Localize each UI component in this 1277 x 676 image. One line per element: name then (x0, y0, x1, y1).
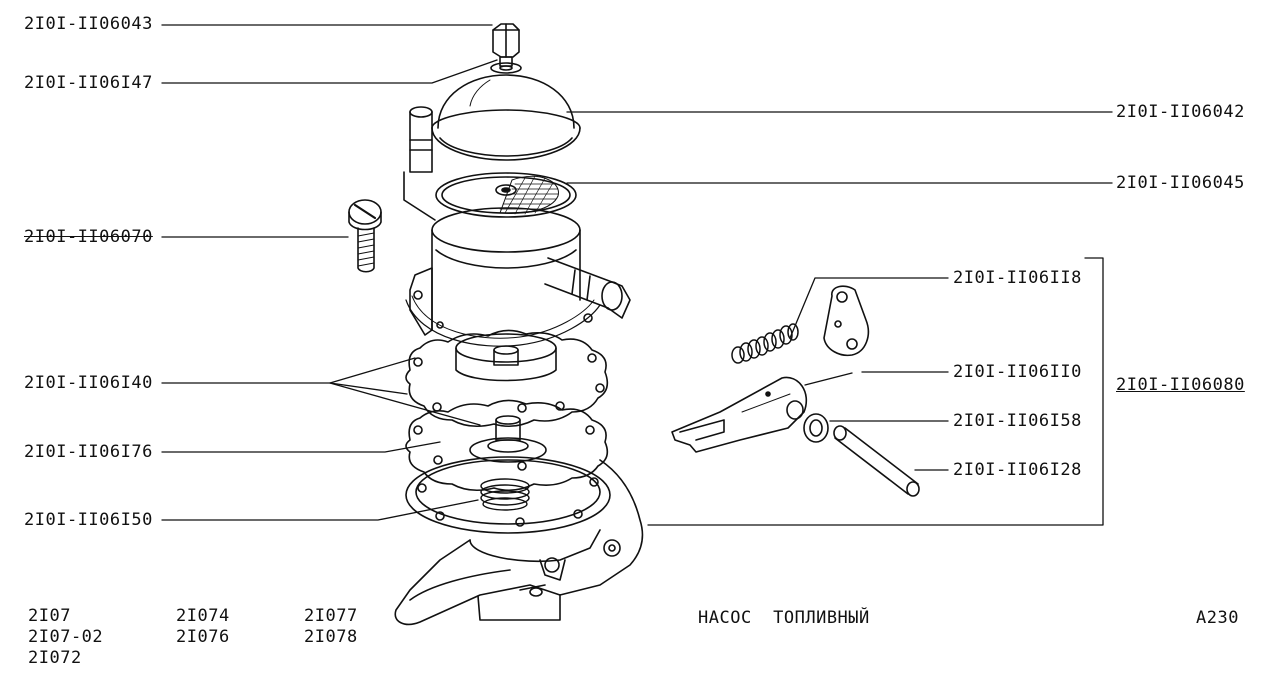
lever-spring (731, 323, 799, 364)
pump-base (394, 459, 644, 626)
models-column-2: 2I074 2I076 (176, 606, 230, 648)
filter-screen (435, 172, 577, 218)
upper-gasket (405, 329, 609, 428)
model-code: 2I074 (176, 606, 230, 626)
bottom-spring (480, 478, 530, 511)
model-code: 2I07 (28, 606, 71, 626)
callout-spring-lever: 2I0I-II06II8 (953, 268, 1082, 288)
outlet-pipe (403, 106, 436, 221)
callout-washer-top: 2I0I-II06I47 (24, 73, 153, 93)
valve-rod (455, 333, 557, 382)
middle-gasket (405, 399, 609, 492)
screw-part (348, 199, 382, 273)
callout-assembly: 2I0I-II06080 (1116, 375, 1245, 395)
valve-spring-upper (487, 415, 529, 453)
callout-spring-bottom: 2I0I-II06I50 (24, 510, 153, 530)
diagram-code: A230 (1196, 608, 1239, 628)
callout-bolt-top: 2I0I-II06043 (24, 14, 153, 34)
lever-plate (823, 285, 870, 357)
callout-diaphragm: 2I0I-II06I76 (24, 442, 153, 462)
models-column-3: 2I077 2I078 (304, 606, 358, 648)
callout-gaskets: 2I0I-II06I40 (24, 373, 153, 393)
model-code: 2I077 (304, 606, 358, 626)
models-column-1: 2I07 2I07-02 2I072 (28, 606, 103, 669)
model-code: 2I076 (176, 627, 230, 647)
model-code: 2I078 (304, 627, 358, 647)
model-code: 2I07-02 (28, 627, 104, 647)
lever-arm (671, 376, 807, 453)
ring-washer (803, 413, 829, 443)
axle-pin (833, 425, 920, 497)
callout-screw: 2I0I-II06070 (24, 227, 153, 247)
callout-pin: 2I0I-II06I28 (953, 460, 1082, 480)
callout-ring: 2I0I-II06I58 (953, 411, 1082, 431)
inlet-pipe (544, 257, 631, 319)
diagram-title: НАСОС ТОПЛИВНЫЙ (698, 608, 870, 628)
pump-upper-body (405, 207, 601, 347)
callout-filter: 2I0I-II06045 (1116, 173, 1245, 193)
leader-lines (161, 24, 1113, 526)
model-code: 2I072 (28, 648, 82, 668)
top-washer (490, 62, 522, 74)
callout-lever-arm: 2I0I-II06II0 (953, 362, 1082, 382)
dome-cover (431, 74, 581, 161)
callout-cover: 2I0I-II06042 (1116, 102, 1245, 122)
diaphragm (405, 456, 611, 534)
